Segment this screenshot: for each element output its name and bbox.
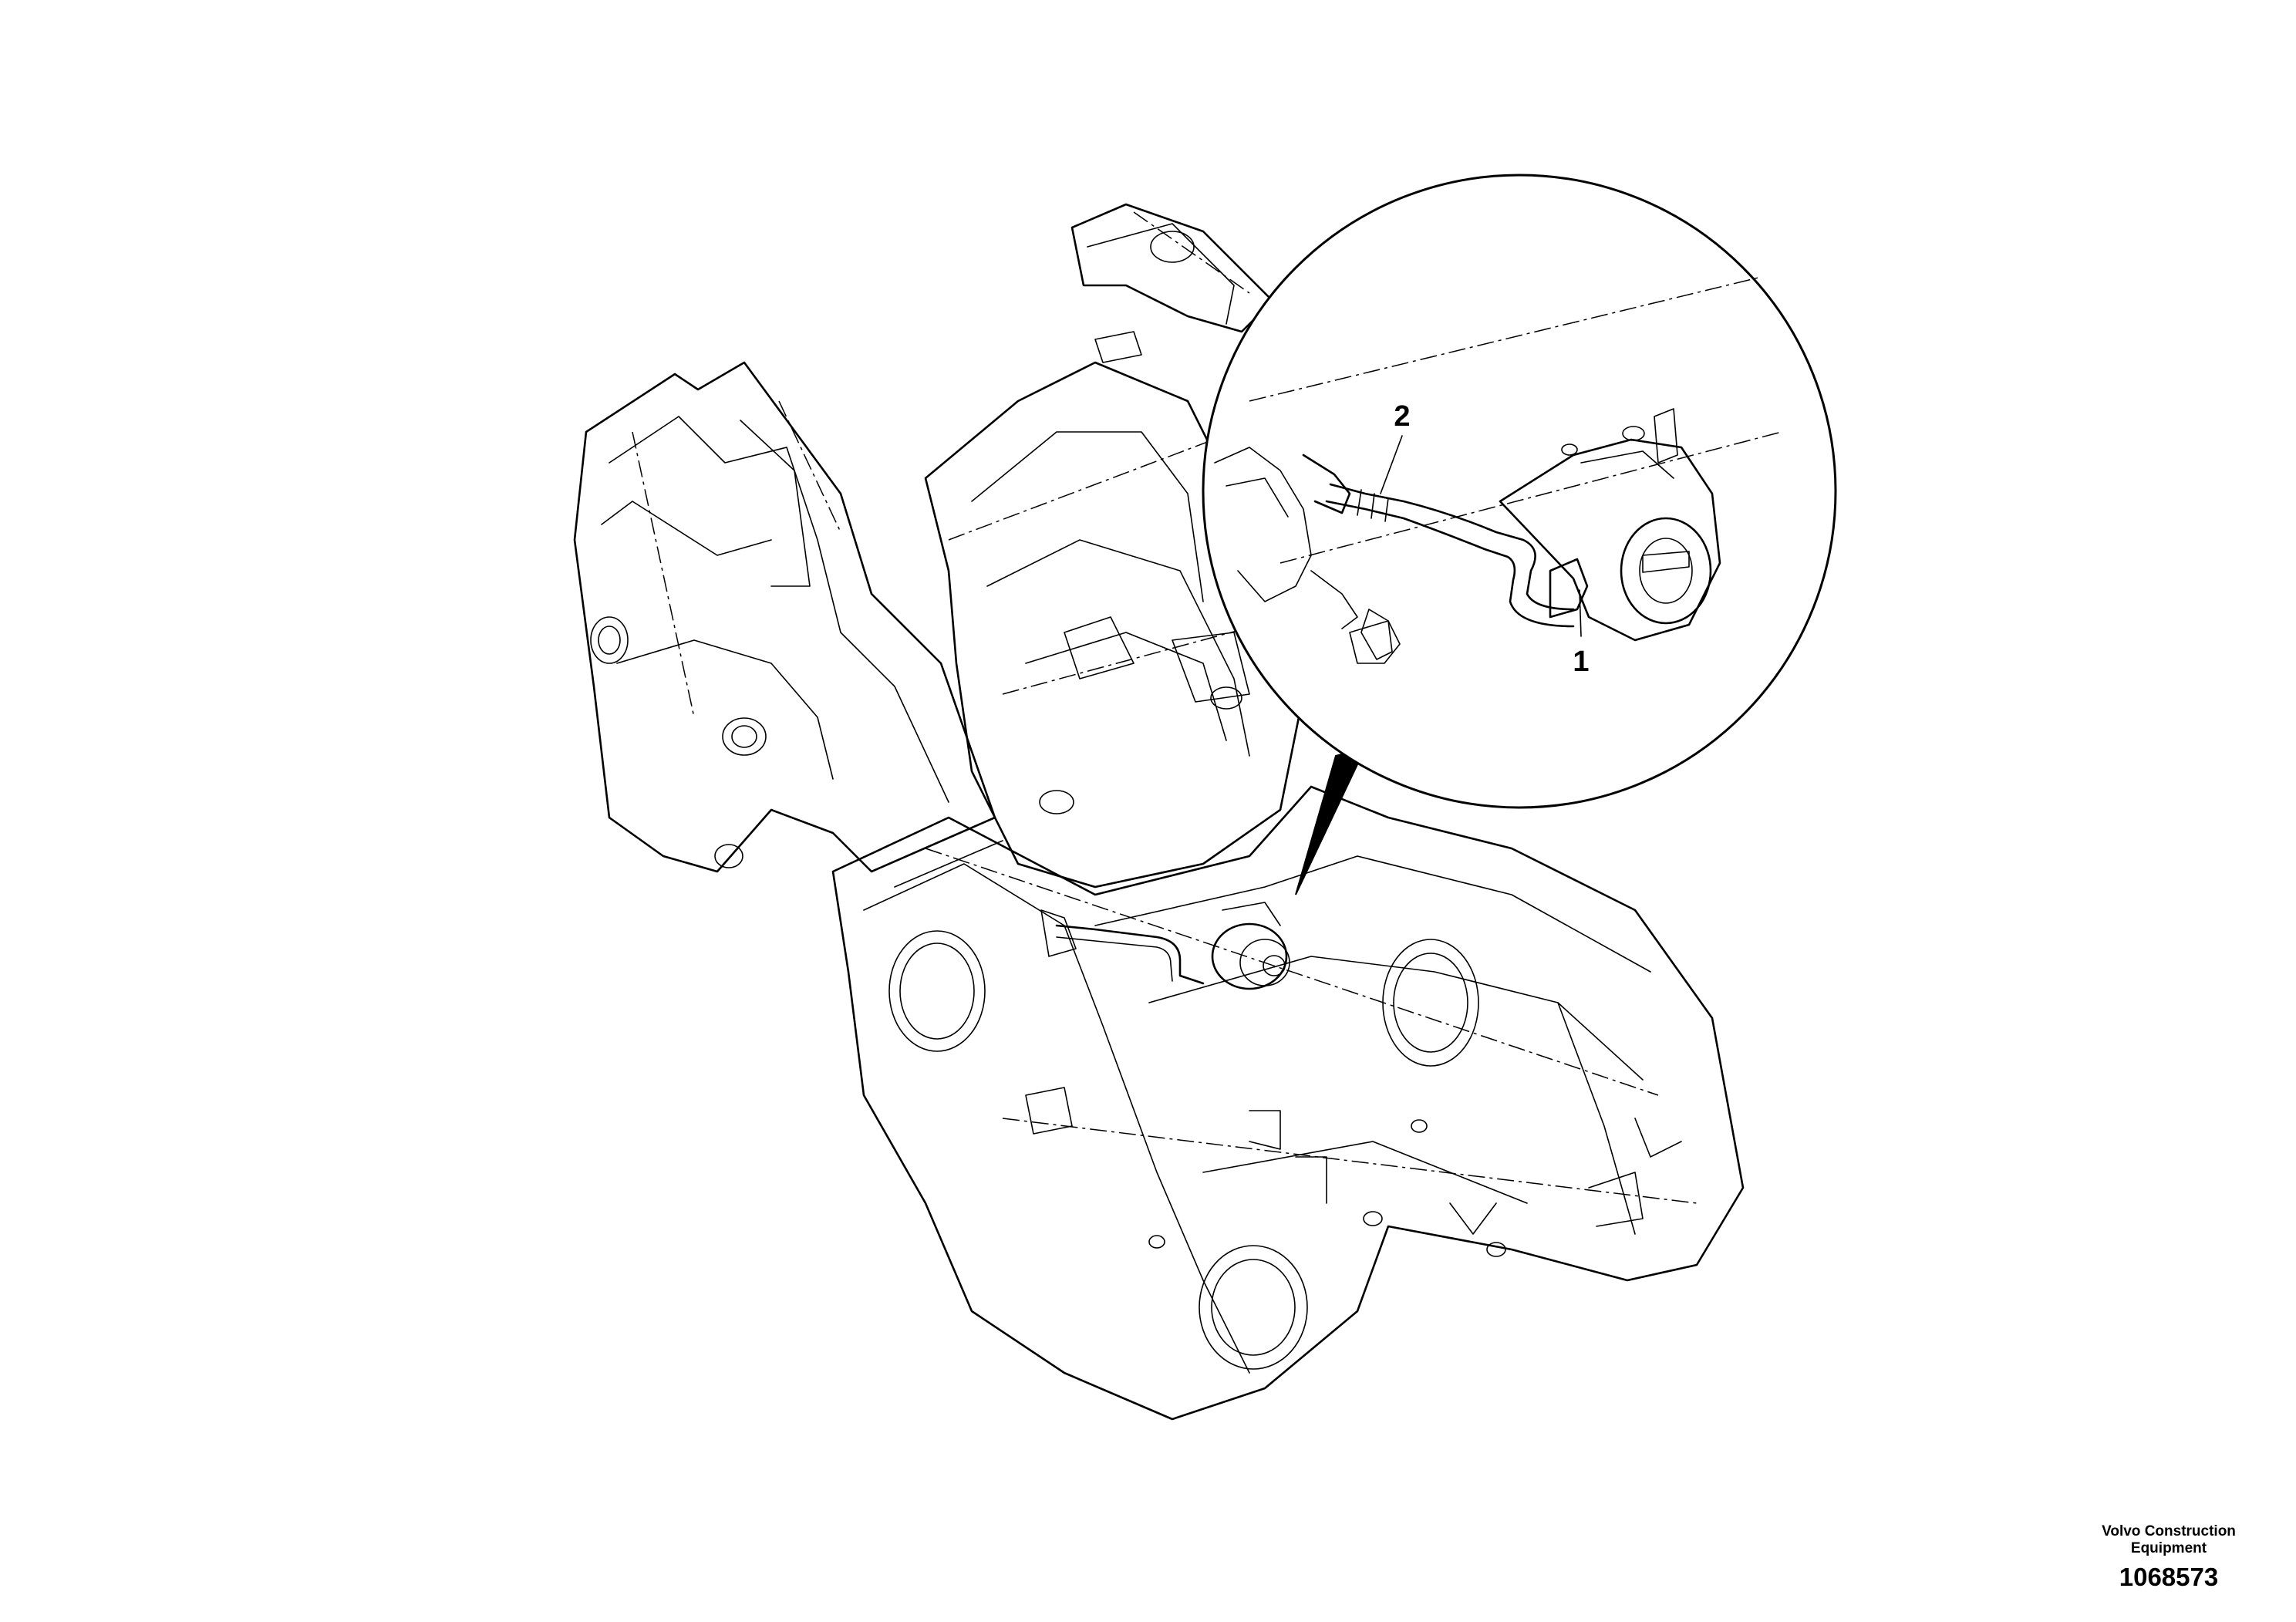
publisher-block: Volvo Construction Equipment 1068573 [2080,1523,2257,1593]
detail-view-circle [1202,174,1837,809]
overview-hose [1040,909,1205,985]
callout-1-leader [1579,589,1582,637]
callout-number-2: 2 [1394,400,1410,433]
publisher-name-line-2: Equipment [2130,1540,2207,1556]
publisher-name-line-1: Volvo Construction [2102,1523,2236,1539]
detail-pointer [1295,747,1367,895]
detail-view [1214,277,1782,664]
overview-motor [1211,902,1290,990]
callout-2-leader [1380,435,1403,494]
callout-number-1: 1 [1573,646,1589,678]
machine-frame [573,203,1745,1421]
document-number: 1068573 [2119,1563,2219,1591]
